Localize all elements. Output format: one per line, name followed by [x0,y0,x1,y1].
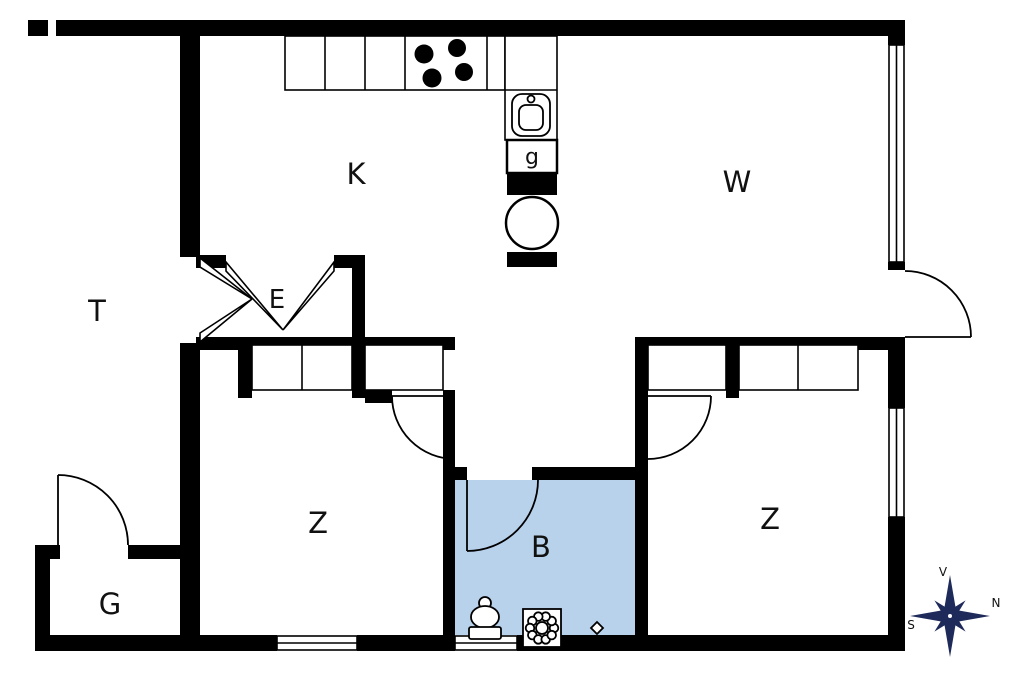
door-swing-icon [282,259,335,331]
kitchen-counter [284,35,506,91]
wall-segment [28,20,48,36]
wall-segment [443,467,467,480]
wall-segment [128,545,180,559]
wall-segment [35,635,185,651]
door-swing-icon [225,259,284,331]
door-swing-icon [647,395,712,460]
compass-south-label: S [907,618,915,632]
wall-segment [180,343,200,635]
wall-segment [35,545,50,651]
door-swing-icon [199,298,253,344]
wall-segment [532,467,648,480]
door-swing-icon [466,479,539,552]
door-swing-icon [199,256,253,300]
wall-segment [888,20,905,45]
kitchen-sink-icon [511,93,551,137]
wardrobe-unit [364,344,444,391]
round-fixture-icon [504,195,560,251]
room-label-outbuilding: G [99,587,121,621]
wall-segment [50,545,60,559]
wall-segment [507,252,557,267]
toilet-icon [468,596,502,640]
wall-segment [517,635,905,651]
room-label-bedroom-left: Z [308,506,328,540]
room-label-kitchen: K [346,157,366,191]
room-label-terrace: T [87,294,106,328]
wardrobes [251,344,859,391]
kitchen-fittings: g [284,35,560,251]
appliance-label: g [525,145,539,170]
wardrobe-unit [647,344,727,391]
compass-west-label: V [939,565,948,579]
wall-segment [365,390,392,403]
wall-segment [352,255,365,398]
floor-drain-icon [589,620,605,636]
wall-segment [357,635,455,651]
room-label-bathroom: B [531,530,551,564]
wall-segment [56,20,905,36]
wall-segment [443,390,455,650]
door-swing-icon [57,474,129,546]
door-swing-icon [391,395,456,460]
stove-burners-icon [414,39,473,88]
room-label-entry: E [269,285,285,315]
doors [57,256,972,552]
washbasin-icon [522,608,562,648]
wall-segment [238,337,252,398]
appliance-box [505,138,559,175]
wall-segment [635,337,648,650]
wall-segment [888,337,905,408]
wall-segment [888,517,905,650]
wall-segment [180,635,277,651]
wall-segment [888,262,905,270]
bathroom-fixtures [468,596,605,648]
wall-segment [726,337,739,398]
door-swing-icon [904,270,972,338]
wall-segment [507,173,557,195]
wall-segment [180,36,200,257]
walls [28,20,905,651]
compass-north-label: N [992,596,1001,610]
compass-rose-icon [910,575,990,657]
room-label-bedroom-right: Z [760,502,780,536]
room-label-living-room: W [723,165,752,199]
